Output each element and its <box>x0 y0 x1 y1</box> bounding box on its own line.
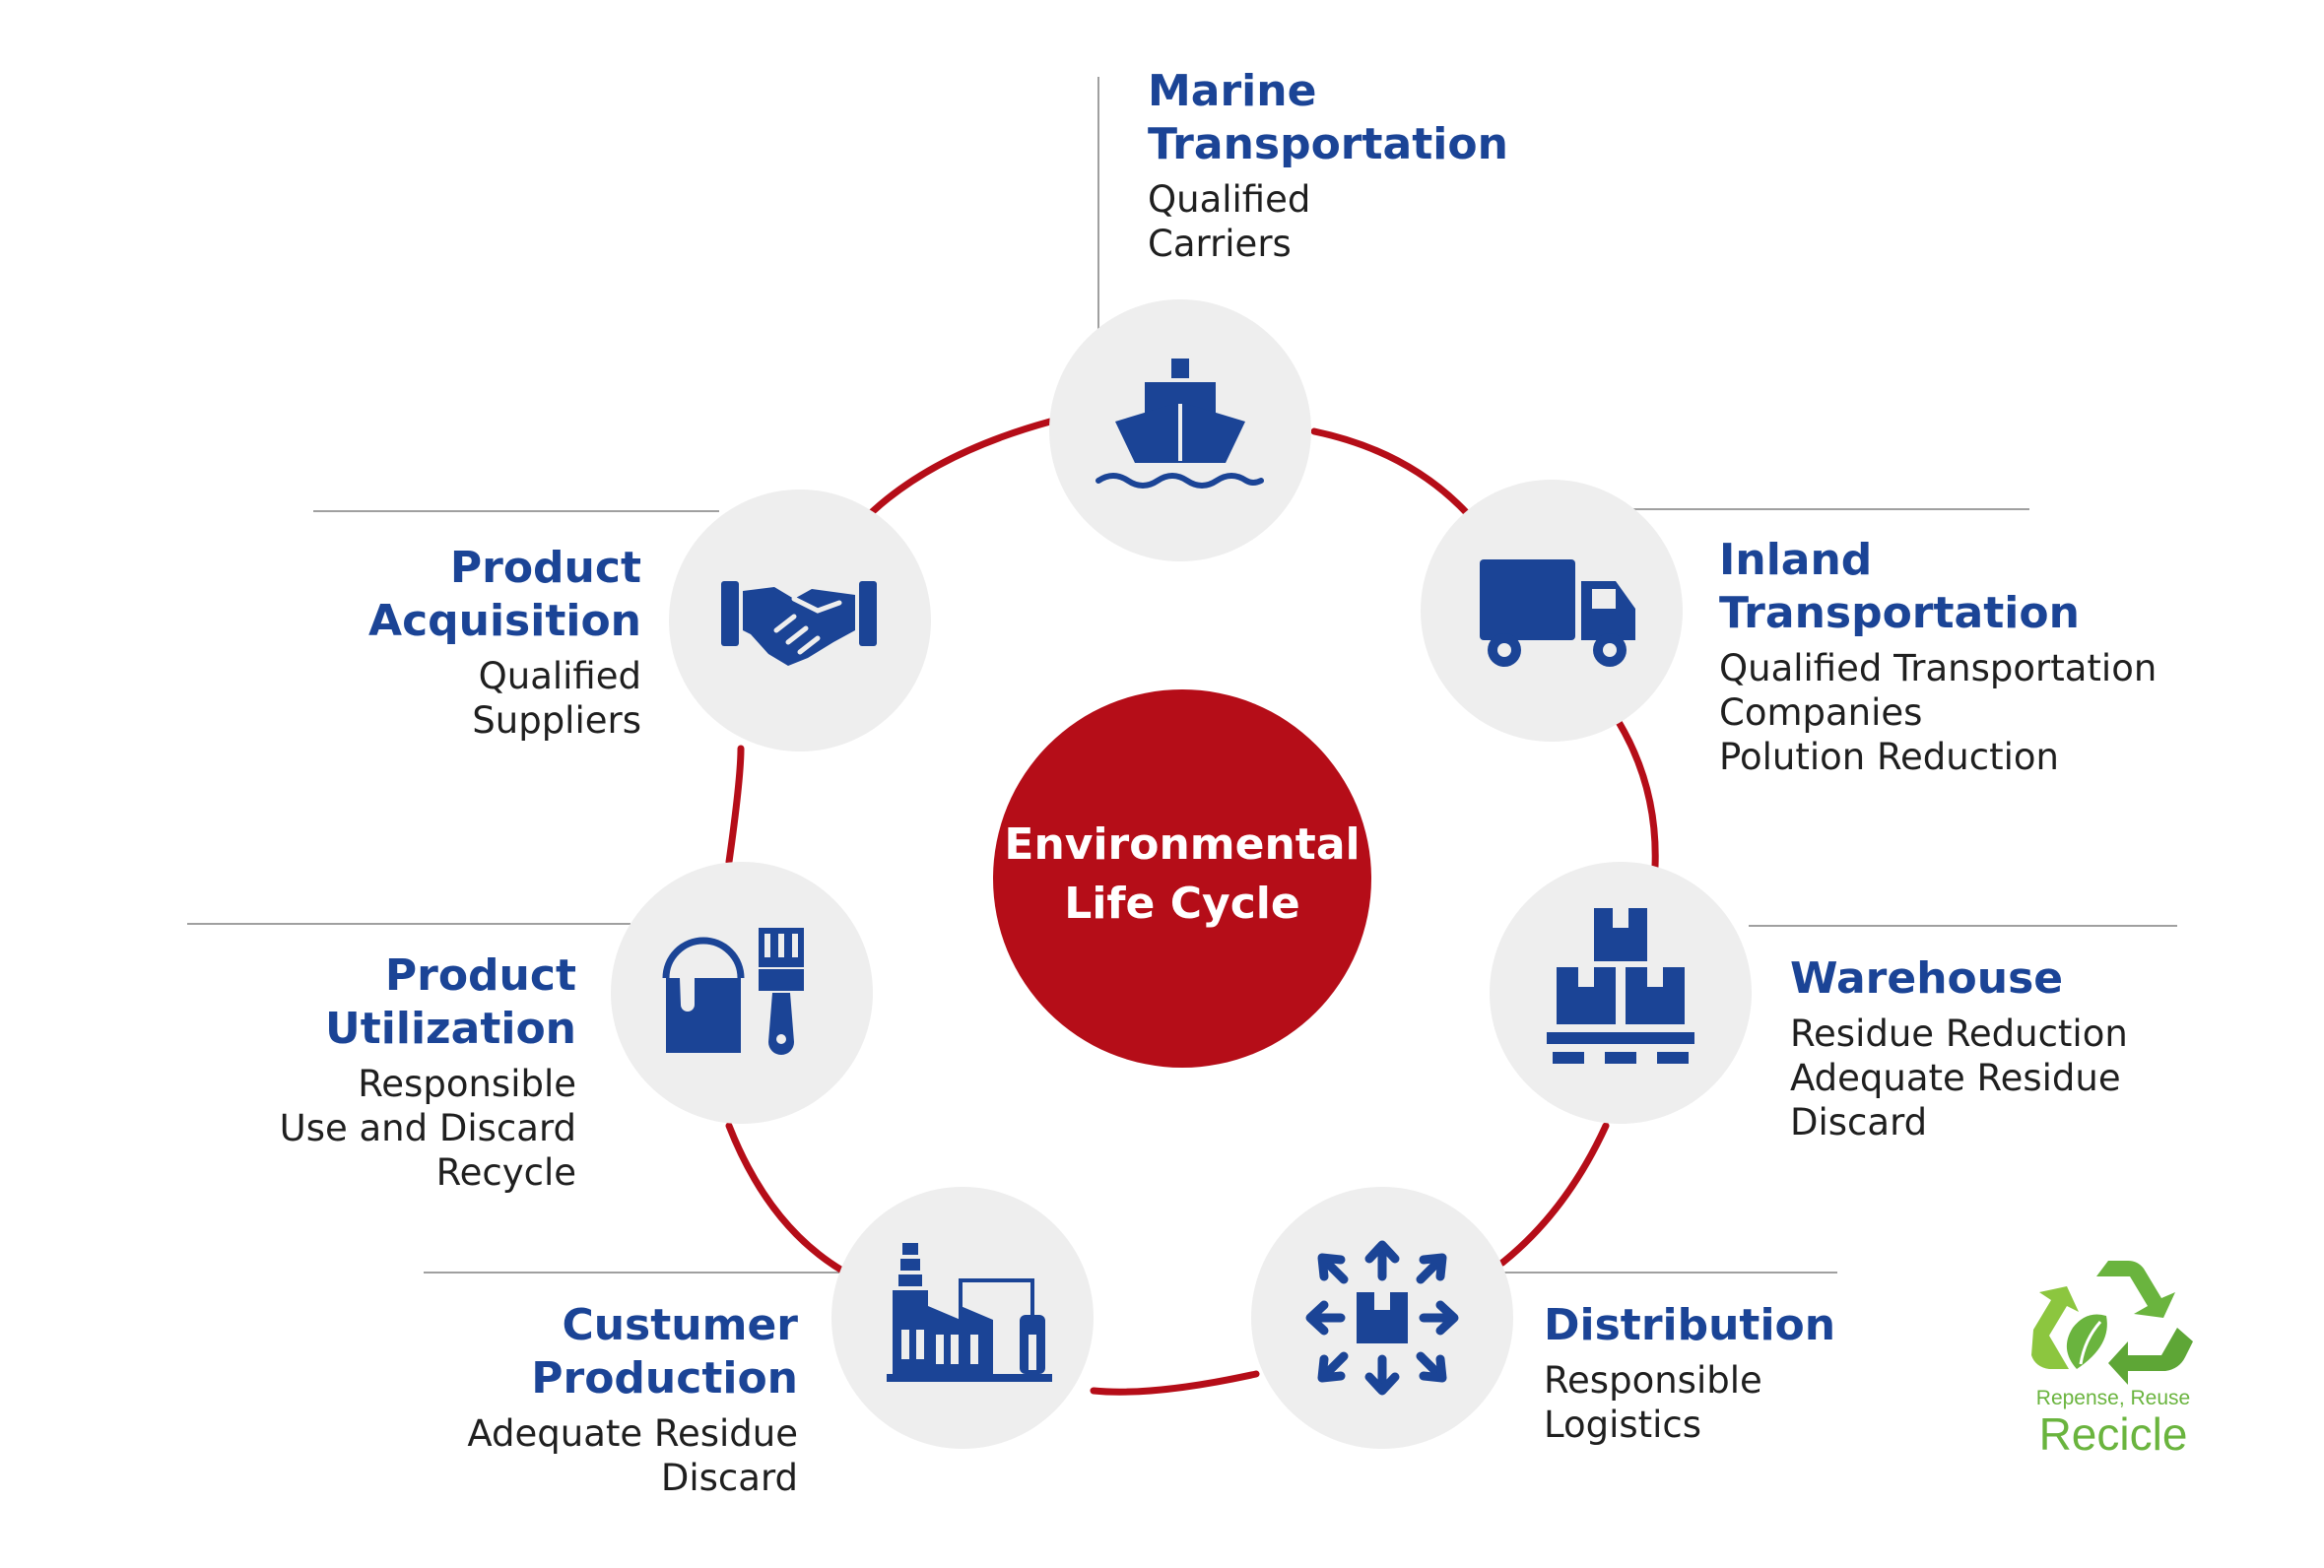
stage-description: Qualified Transportation Companies Polut… <box>1719 647 2158 778</box>
logo-brand: Recicle <box>2038 1408 2188 1460</box>
factory-icon <box>887 1243 1052 1382</box>
label-marine-transportation: Marine Transportation Qualified Carriers <box>1148 65 1508 266</box>
arrow-inland-to-warehouse <box>1615 718 1659 871</box>
distribution-arrows-icon <box>1305 1240 1459 1396</box>
handshake-icon <box>721 581 877 666</box>
arrow-production-to-utilization <box>725 1122 846 1274</box>
label-product-acquisition: Product Acquisition Qualified Suppliers <box>368 542 641 743</box>
stage-title: Warehouse <box>1790 953 2064 1004</box>
node-warehouse <box>1490 862 1752 1124</box>
arrow-distribution-to-production <box>1090 1370 1260 1396</box>
stage-description: Responsible Logistics <box>1544 1359 1762 1446</box>
stage-description: Responsible Use and Discard Recycle <box>279 1063 576 1194</box>
label-warehouse: Warehouse Residue Reduction Adequate Res… <box>1790 952 2128 1144</box>
stage-description: Adequate Residue Discard <box>467 1412 798 1499</box>
stage-title: Product Acquisition <box>368 543 641 646</box>
truck-icon <box>1480 559 1635 667</box>
label-product-utilization: Product Utilization Responsible Use and … <box>280 949 576 1195</box>
node-utilization <box>611 862 873 1124</box>
center-title: Environmental Life Cycle <box>1004 819 1361 929</box>
paint-bucket-brush-icon <box>662 928 804 1055</box>
stage-title: Custumer Production <box>531 1300 798 1404</box>
stage-description: Qualified Suppliers <box>472 655 641 742</box>
recycle-logo: Repense, Reuse Recicle <box>2015 1387 2212 1458</box>
boxes-pallet-icon <box>1547 908 1694 1064</box>
cycle-arrows <box>725 418 1659 1396</box>
stage-title: Product Utilization <box>325 950 576 1054</box>
recycle-icon <box>2031 1261 2193 1385</box>
arrow-warehouse-to-distribution <box>1498 1122 1610 1267</box>
stage-description: Residue Reduction Adequate Residue Disca… <box>1790 1013 2128 1143</box>
label-inland-transportation: Inland Transportation Qualified Transpor… <box>1719 534 2157 779</box>
stage-title: Inland Transportation <box>1719 535 2080 638</box>
arrow-marine-to-inland <box>1310 427 1472 518</box>
arrow-utilization-to-acquisition <box>725 745 745 866</box>
stage-title: Distribution <box>1544 1300 1836 1350</box>
label-distribution: Distribution Responsible Logistics <box>1544 1299 1835 1447</box>
label-custumer-production: Custumer Production Adequate Residue Dis… <box>467 1299 798 1500</box>
stage-description: Qualified Carriers <box>1148 178 1311 265</box>
ship-icon <box>1096 359 1264 489</box>
connector-lines <box>187 77 2177 1274</box>
logo-tagline: Repense, Reuse <box>2035 1387 2191 1409</box>
stage-title: Marine Transportation <box>1148 66 1508 169</box>
center-circle <box>993 689 1371 1068</box>
arrow-acquisition-to-marine <box>868 418 1054 516</box>
